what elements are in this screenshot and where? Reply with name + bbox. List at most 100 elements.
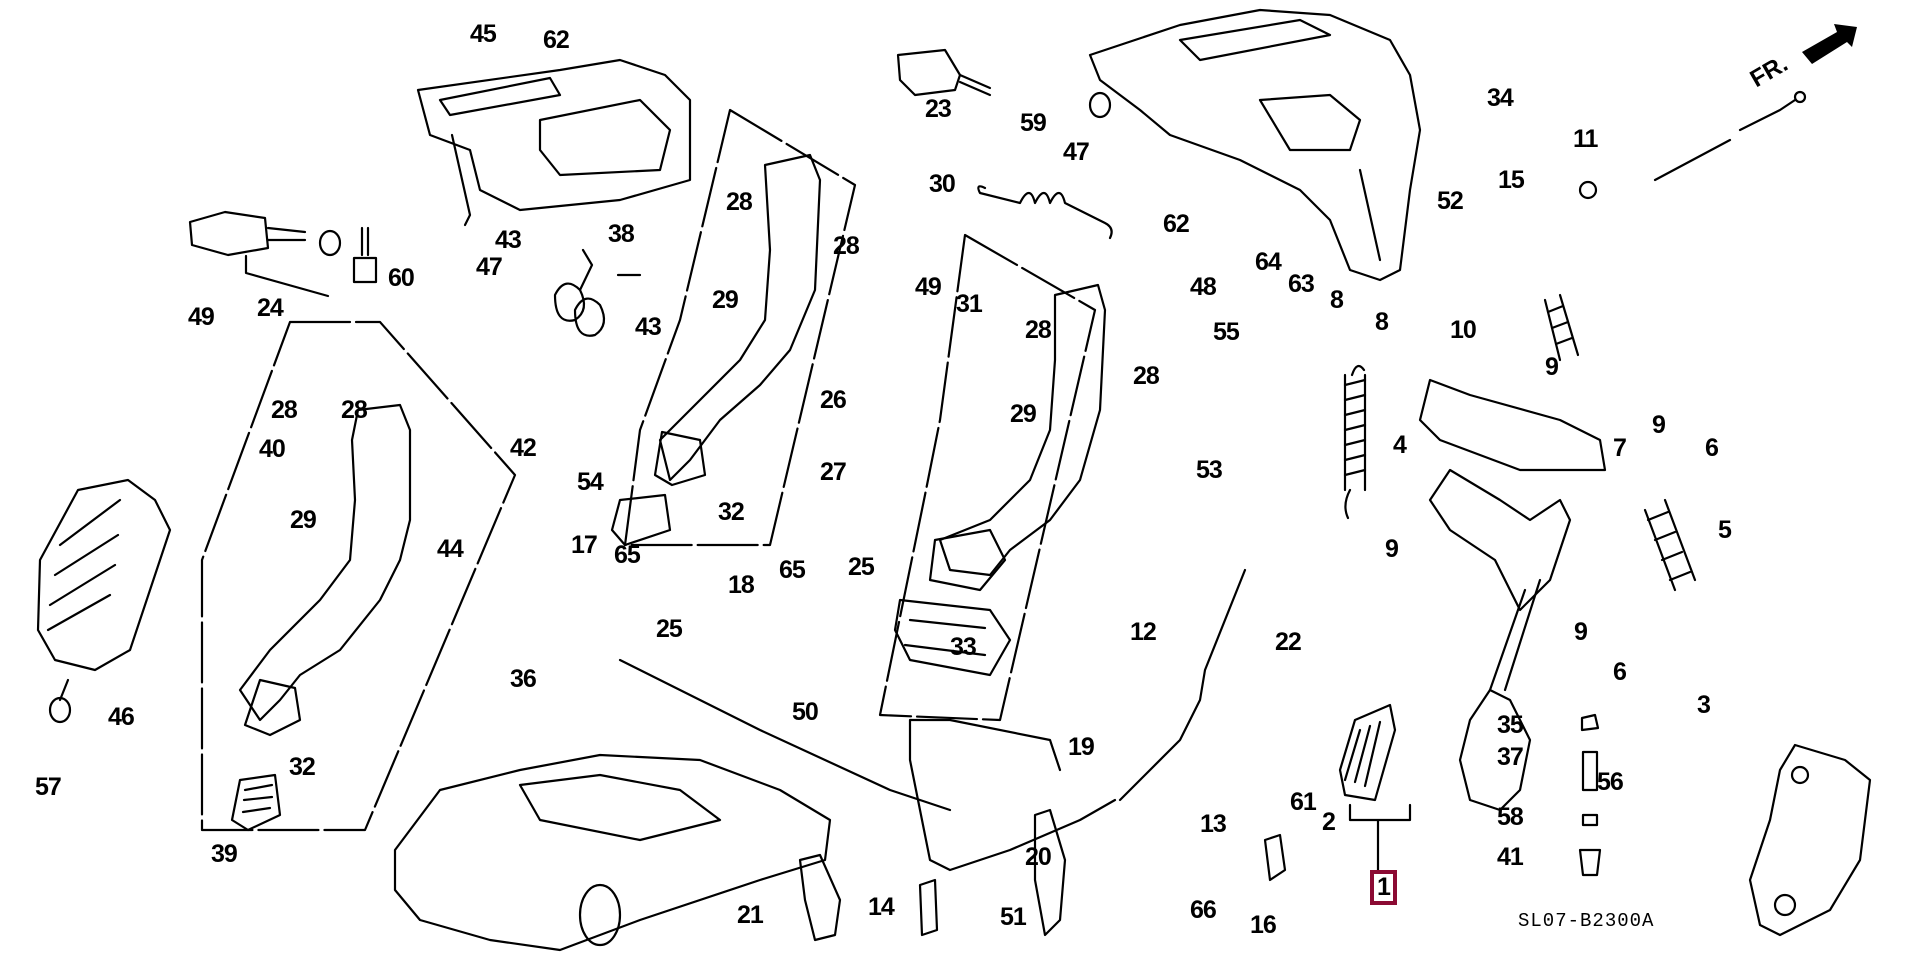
part-callout[interactable]: 29 xyxy=(1010,400,1037,428)
part-callout[interactable]: 59 xyxy=(1020,109,1047,137)
part-callout[interactable]: 20 xyxy=(1025,843,1052,871)
part-callout[interactable]: 12 xyxy=(1130,618,1157,646)
accelerator-pedal xyxy=(1458,578,1542,812)
clutch-pedal xyxy=(230,403,412,832)
part-callout[interactable]: 6 xyxy=(1705,434,1719,462)
part-callout[interactable]: 30 xyxy=(929,170,956,198)
part-callout[interactable]: 31 xyxy=(956,290,983,318)
part-callout[interactable]: 57 xyxy=(35,773,62,801)
part-callout[interactable]: 25 xyxy=(656,615,683,643)
part-callout[interactable]: 17 xyxy=(571,531,598,559)
brake-pedal-27 xyxy=(893,283,1107,677)
part-callout[interactable]: 18 xyxy=(728,571,755,599)
part-callout[interactable]: 43 xyxy=(495,226,522,254)
part-callout[interactable]: 49 xyxy=(188,303,215,331)
part-callout[interactable]: 60 xyxy=(388,264,415,292)
part-callout[interactable]: 44 xyxy=(437,535,464,563)
part-callout[interactable]: 66 xyxy=(1190,896,1217,924)
spring-4 xyxy=(1343,364,1367,520)
part-callout[interactable]: 39 xyxy=(211,840,238,868)
part-callout[interactable]: 26 xyxy=(820,386,847,414)
part-callout[interactable]: 4 xyxy=(1393,431,1407,459)
part-callout[interactable]: 21 xyxy=(737,901,764,929)
lever-14 xyxy=(918,878,939,937)
part-callout[interactable]: 65 xyxy=(614,541,641,569)
part-callout[interactable]: 3 xyxy=(1697,691,1711,719)
part-callout[interactable]: 65 xyxy=(779,556,806,584)
part-callout[interactable]: 38 xyxy=(608,220,635,248)
part-callout[interactable]: 2 xyxy=(1322,808,1336,836)
part-callout[interactable]: 56 xyxy=(1597,768,1624,796)
part-callout[interactable]: 28 xyxy=(271,396,298,424)
part-callout[interactable]: 41 xyxy=(1497,843,1524,871)
part-callout[interactable]: 33 xyxy=(950,633,977,661)
pedal-pad-2 xyxy=(1338,703,1397,802)
part-callout[interactable]: 19 xyxy=(1068,733,1095,761)
bracket-3 xyxy=(1748,743,1872,937)
part-callout[interactable]: 27 xyxy=(820,458,847,486)
part-callout[interactable]: 28 xyxy=(341,396,368,424)
part-callout[interactable]: 64 xyxy=(1255,248,1282,276)
part-callout[interactable]: 22 xyxy=(1275,628,1302,656)
part-callout[interactable]: 8 xyxy=(1330,286,1344,314)
part-callout[interactable]: 11 xyxy=(1573,125,1598,153)
part-callout[interactable]: 62 xyxy=(1163,210,1190,238)
part-callout[interactable]: 9 xyxy=(1545,353,1559,381)
part-callout[interactable]: 50 xyxy=(792,698,819,726)
bolt-47 xyxy=(352,226,378,284)
part-callout[interactable]: 62 xyxy=(543,26,570,54)
part-callout[interactable]: 37 xyxy=(1497,743,1524,771)
part-callout[interactable]: 32 xyxy=(289,753,316,781)
part-callout[interactable]: 29 xyxy=(290,506,317,534)
part-callout[interactable]: 52 xyxy=(1437,187,1464,215)
part-callout[interactable]: 29 xyxy=(712,286,739,314)
part-callout[interactable]: 10 xyxy=(1450,316,1477,344)
part-callout[interactable]: 40 xyxy=(259,435,286,463)
part-callout[interactable]: 16 xyxy=(1250,911,1277,939)
spring-30 xyxy=(977,185,1113,240)
part-callout[interactable]: 13 xyxy=(1200,810,1227,838)
part-callout[interactable]: 43 xyxy=(635,313,662,341)
part-callout[interactable]: 7 xyxy=(1613,434,1627,462)
part-callout[interactable]: 28 xyxy=(1025,316,1052,344)
part-callout[interactable]: 6 xyxy=(1613,658,1627,686)
part-callout[interactable]: 47 xyxy=(1063,138,1090,166)
part-callout[interactable]: 47 xyxy=(476,253,503,281)
clip-16 xyxy=(1263,833,1287,882)
part-callout[interactable]: 23 xyxy=(925,95,952,123)
part-callout[interactable]: 5 xyxy=(1718,516,1732,544)
part-callout[interactable]: 32 xyxy=(718,498,745,526)
part-callout[interactable]: 28 xyxy=(1133,362,1160,390)
part-callout[interactable]: 46 xyxy=(108,703,135,731)
part-callout[interactable]: 35 xyxy=(1497,711,1524,739)
part-callout[interactable]: 24 xyxy=(257,294,284,322)
bracket-20 xyxy=(1033,808,1067,937)
part-callout[interactable]: 28 xyxy=(833,232,860,260)
part-callout[interactable]: 9 xyxy=(1574,618,1588,646)
brake-pedal-box-27 xyxy=(878,233,1097,722)
part-callout-selected[interactable]: 1 xyxy=(1370,870,1397,905)
part-callout[interactable]: 34 xyxy=(1487,84,1514,112)
brake-pedal-26 xyxy=(610,153,822,547)
part-callout[interactable]: 15 xyxy=(1498,166,1525,194)
spring-5 xyxy=(1643,498,1697,592)
part-callout[interactable]: 54 xyxy=(577,468,604,496)
part-callout[interactable]: 49 xyxy=(915,273,942,301)
part-callout[interactable]: 8 xyxy=(1375,308,1389,336)
part-callout[interactable]: 53 xyxy=(1196,456,1223,484)
part-callout[interactable]: 9 xyxy=(1652,411,1666,439)
part-callout[interactable]: 61 xyxy=(1290,788,1317,816)
part-callout[interactable]: 14 xyxy=(868,893,895,921)
part-callout[interactable]: 48 xyxy=(1190,273,1217,301)
part-callout[interactable]: 51 xyxy=(1000,903,1027,931)
part-callout[interactable]: 55 xyxy=(1213,318,1240,346)
part-callout[interactable]: 42 xyxy=(510,434,537,462)
part-callout[interactable]: 45 xyxy=(470,20,497,48)
part-callout[interactable]: 36 xyxy=(510,665,537,693)
part-callout[interactable]: 25 xyxy=(848,553,875,581)
part-callout[interactable]: 63 xyxy=(1288,270,1315,298)
part-callout[interactable]: 9 xyxy=(1385,535,1399,563)
diagram-code: SL07-B2300A xyxy=(1518,910,1655,932)
part-callout[interactable]: 28 xyxy=(726,188,753,216)
part-callout[interactable]: 58 xyxy=(1497,803,1524,831)
